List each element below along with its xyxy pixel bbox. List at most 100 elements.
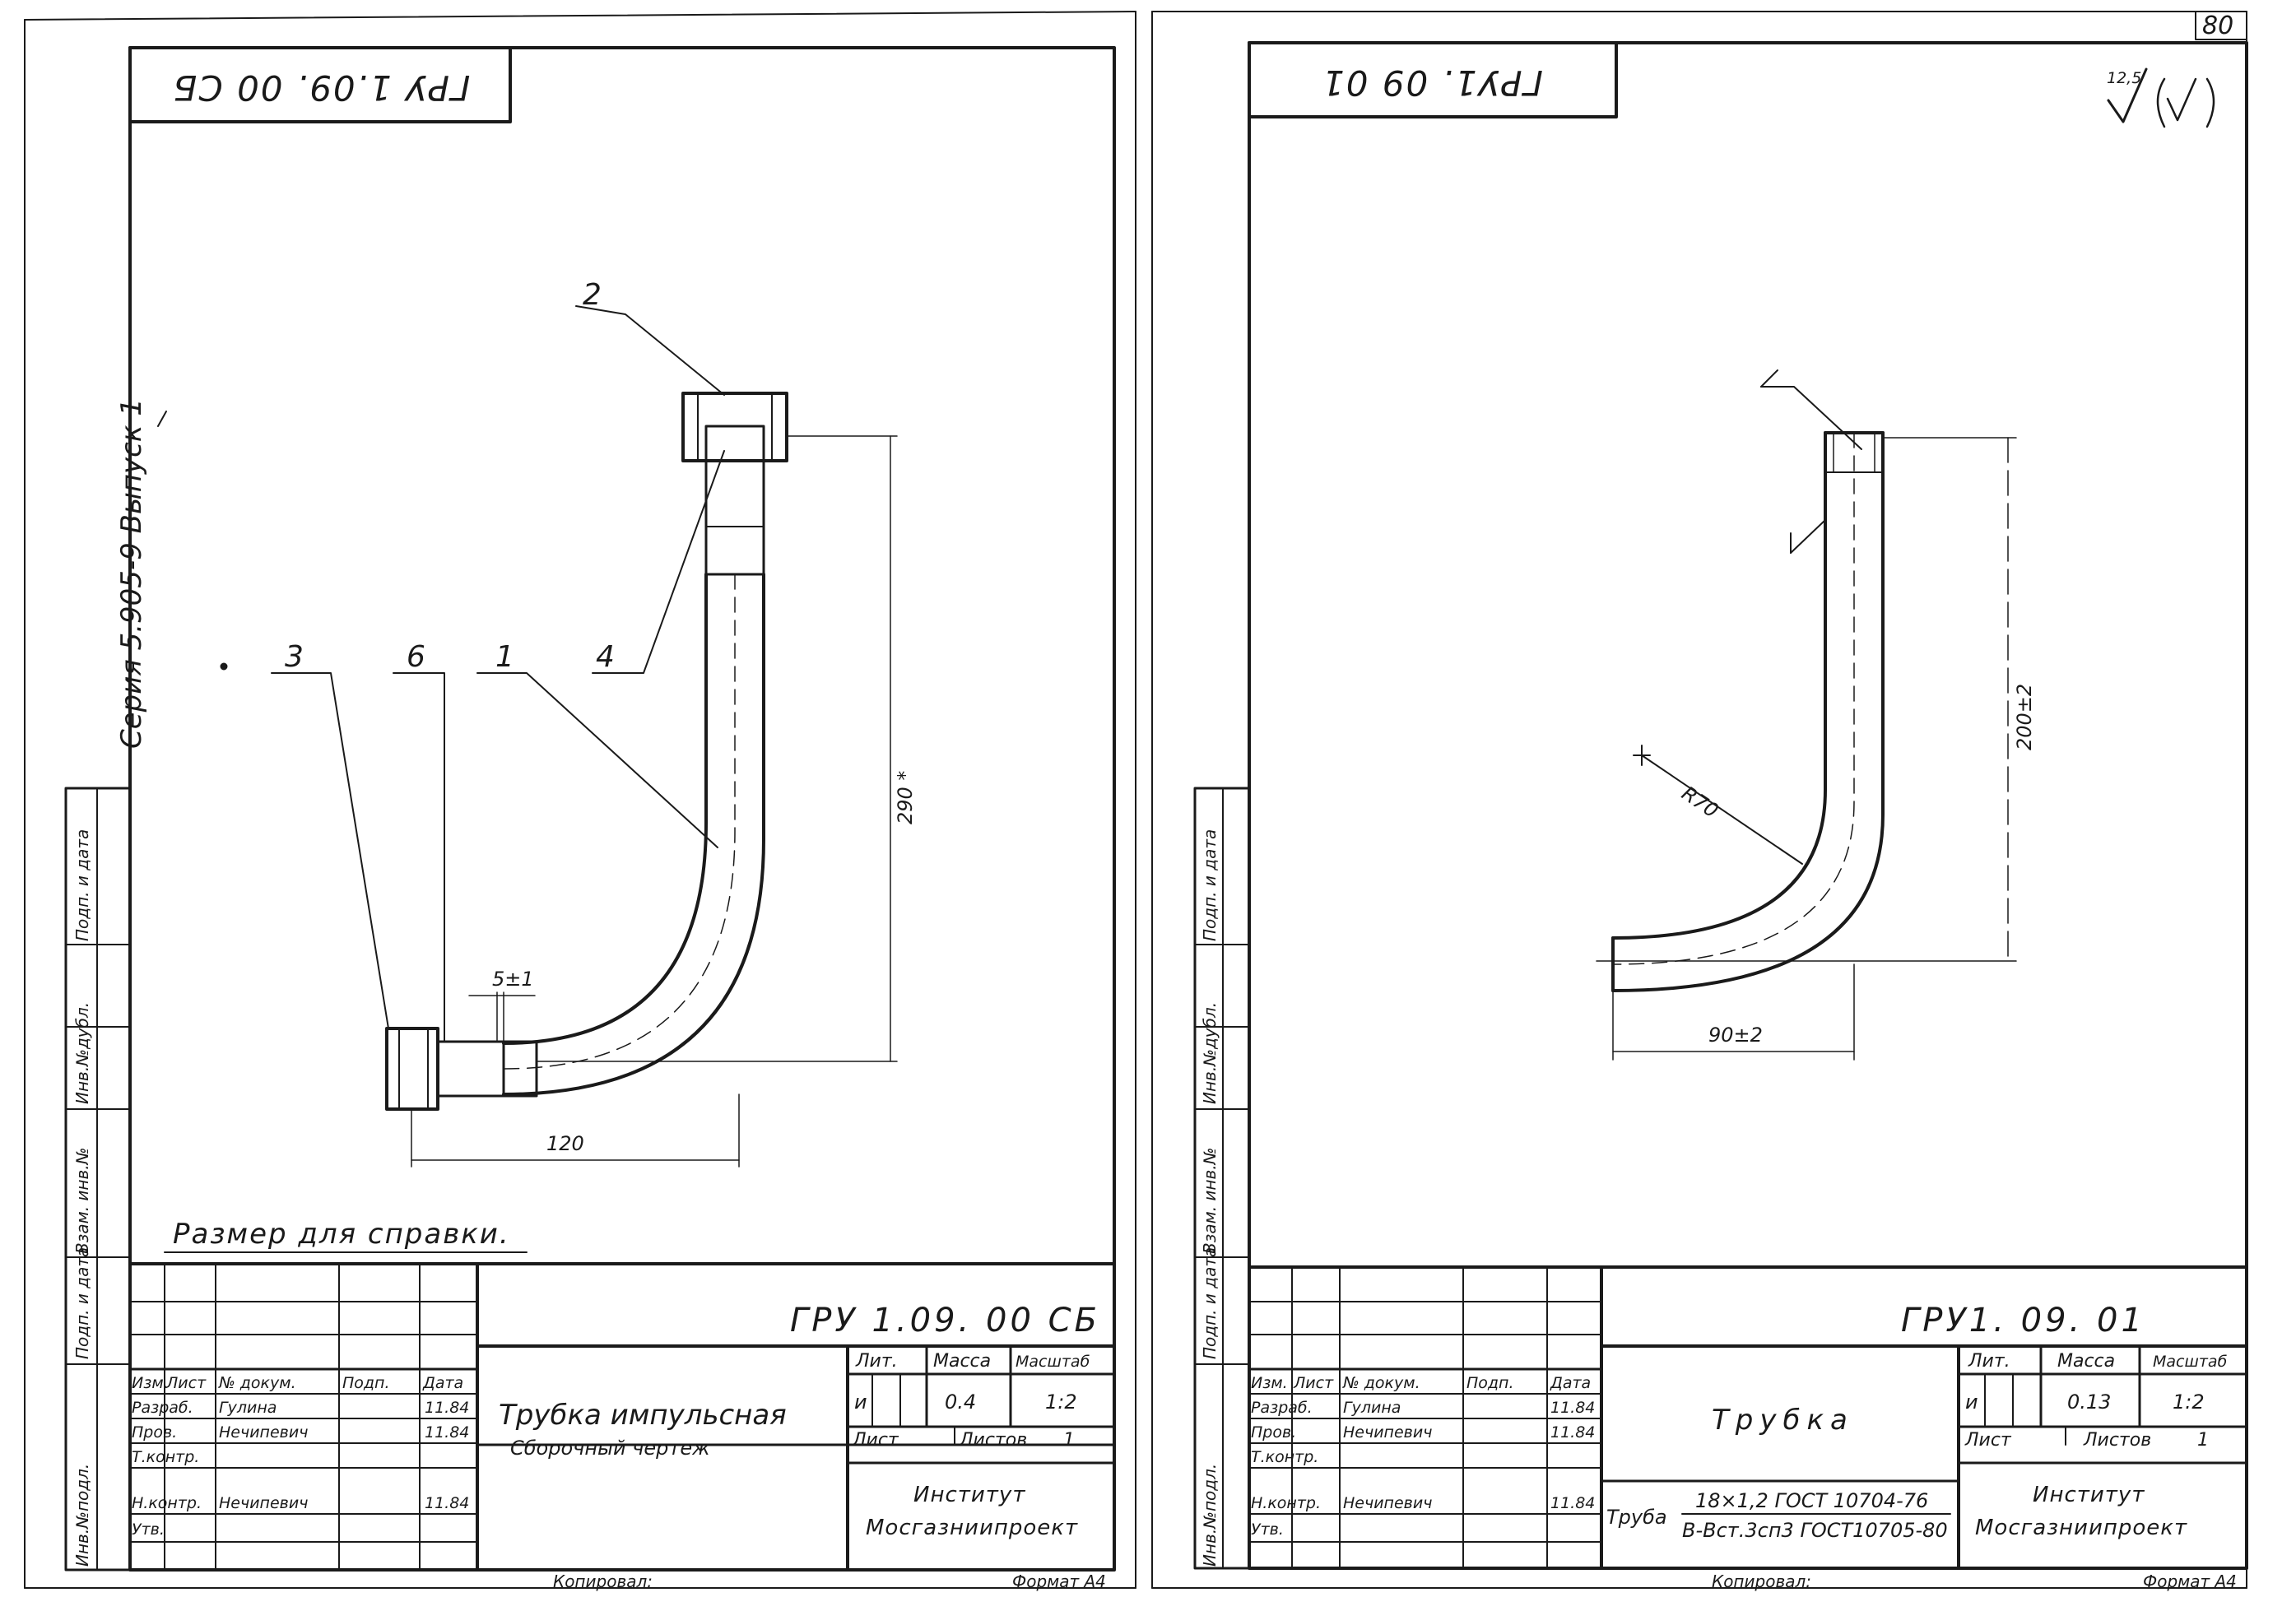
left-tb-lit-header: Лит. xyxy=(856,1351,898,1372)
left-row-date: 11.84 xyxy=(425,1399,470,1417)
left-tb-sheet-header: Лист xyxy=(853,1430,899,1451)
right-row-date: 11.84 xyxy=(1550,1399,1596,1417)
right-footer-copied: Копировал: xyxy=(1712,1572,1812,1591)
right-row-date: 11.84 xyxy=(1550,1494,1596,1512)
left-row-name: Нечипевич xyxy=(219,1494,309,1512)
left-row-name: Нечипевич xyxy=(219,1423,309,1442)
left-side-col: Подп. и дата xyxy=(72,829,92,941)
right-tb-list: Лист xyxy=(1294,1374,1334,1392)
right-row-name: Нечипевич xyxy=(1343,1494,1433,1512)
left-side-col: Инв.№дубл. xyxy=(72,1001,92,1104)
left-tb-subtitle: Сборочный чертеж xyxy=(510,1437,710,1460)
right-tb-mass-header: Масса xyxy=(2057,1351,2116,1372)
right-tb-material-top: 18×1,2 ГОСТ 10704-76 xyxy=(1695,1489,1929,1512)
right-tb-sheets-count: 1 xyxy=(2197,1430,2209,1451)
right-tb-org-line1: Институт xyxy=(2033,1483,2145,1507)
right-tb-sheets-header: Листов xyxy=(2084,1430,2152,1451)
right-tb-sign: Подп. xyxy=(1466,1374,1514,1392)
left-dim-gap: 5±1 xyxy=(492,968,534,991)
right-tb-code: ГРУ1. 09. 01 xyxy=(1901,1302,2145,1339)
left-tb-date: Дата xyxy=(423,1374,464,1392)
right-row-role: Н.контр. xyxy=(1251,1494,1322,1512)
right-tb-org-line2: Мосгазниипроект xyxy=(1975,1516,2188,1540)
left-stamp-code: ГРУ 1.09. 00 СБ xyxy=(171,67,471,108)
callout-2: 2 xyxy=(583,278,602,312)
left-dim-width: 120 xyxy=(546,1132,584,1155)
left-tb-list: Лист xyxy=(166,1374,207,1392)
right-tb-izm: Изм. xyxy=(1251,1374,1288,1392)
left-tb-izm: Изм. xyxy=(132,1374,169,1392)
left-series-label: Серия 5.905-9 Выпуск 1 xyxy=(115,398,148,749)
callout-3: 3 xyxy=(285,640,304,674)
left-title-block-grid xyxy=(128,1262,1116,1572)
right-dim-height: 200±2 xyxy=(2013,683,2036,750)
left-tb-title: Трубка импульсная xyxy=(499,1399,787,1432)
left-tb-code: ГРУ 1.09. 00 СБ xyxy=(790,1302,1100,1339)
left-tb-sign: Подп. xyxy=(342,1374,390,1392)
left-tb-org-line2: Мосгазниипроект xyxy=(866,1516,1079,1540)
left-sheet-frame xyxy=(64,46,1116,1572)
right-tb-docno: № докум. xyxy=(1343,1374,1420,1392)
left-tb-sheets-header: Листов xyxy=(960,1430,1028,1451)
reference-size-note: Размер для справки. xyxy=(173,1218,510,1251)
right-tb-material-bottom: В-Вст.3сп3 ГОСТ10705-80 xyxy=(1682,1519,1948,1542)
right-side-col: Подп. и дата xyxy=(1200,829,1220,941)
right-row-role: Т.контр. xyxy=(1251,1448,1319,1466)
right-sheet-frame xyxy=(1193,41,2248,1570)
sheet-number: 80 xyxy=(2202,12,2234,40)
left-tb-scale-header: Масштаб xyxy=(1016,1353,1090,1371)
right-tb-date: Дата xyxy=(1550,1374,1592,1392)
right-row-name: Нечипевич xyxy=(1343,1423,1433,1442)
left-row-role: Н.контр. xyxy=(132,1494,202,1512)
right-side-col: Инв.№дубл. xyxy=(1200,1001,1220,1104)
right-row-name: Гулина xyxy=(1343,1399,1401,1417)
left-tb-scale-value: 1:2 xyxy=(1045,1390,1077,1414)
left-tb-lit-value: и xyxy=(854,1390,867,1414)
right-tb-scale-value: 1:2 xyxy=(2173,1390,2205,1414)
right-title-block-grid xyxy=(1248,1265,2248,1570)
right-tb-sheet-header: Лист xyxy=(1965,1430,2011,1451)
right-tb-lit-header: Лит. xyxy=(1968,1351,2010,1372)
right-row-role: Утв. xyxy=(1251,1520,1284,1539)
right-side-col: Взам. инв.№ xyxy=(1200,1147,1220,1254)
left-footer-format: Формат А4 xyxy=(1012,1572,1106,1591)
left-footer-copied: Копировал: xyxy=(553,1572,653,1591)
right-tb-lit-value: и xyxy=(1965,1390,1978,1414)
left-side-col: Подп. и дата xyxy=(72,1247,92,1359)
left-tb-mass-header: Масса xyxy=(933,1351,992,1372)
left-row-role: Т.контр. xyxy=(132,1448,200,1466)
right-tb-mass-value: 0.13 xyxy=(2067,1390,2112,1414)
left-row-date: 11.84 xyxy=(425,1494,470,1512)
right-row-date: 11.84 xyxy=(1550,1423,1596,1442)
left-dim-height: 290 * xyxy=(894,770,917,824)
right-tube-detail xyxy=(1596,67,2215,1061)
right-side-col: Подп. и дата xyxy=(1200,1247,1220,1359)
left-row-role: Утв. xyxy=(132,1520,165,1539)
left-row-role: Разраб. xyxy=(132,1399,193,1417)
roughness-value: 12,5 xyxy=(2107,69,2142,87)
left-tb-docno: № докум. xyxy=(219,1374,296,1392)
right-row-role: Пров. xyxy=(1251,1423,1297,1442)
left-side-col: Инв.№подл. xyxy=(72,1463,92,1567)
left-tb-mass-value: 0.4 xyxy=(945,1390,977,1414)
callout-6: 6 xyxy=(407,640,425,674)
left-tb-sheets-count: 1 xyxy=(1063,1430,1075,1451)
left-tb-org-line1: Институт xyxy=(913,1483,1026,1507)
right-side-col: Инв.№подл. xyxy=(1200,1463,1220,1567)
callout-1: 1 xyxy=(495,640,514,674)
right-row-role: Разраб. xyxy=(1251,1399,1313,1417)
left-side-col: Взам. инв.№ xyxy=(72,1147,92,1254)
left-row-role: Пров. xyxy=(132,1423,178,1442)
left-row-date: 11.84 xyxy=(425,1423,470,1442)
left-tube-assembly xyxy=(157,305,898,1253)
right-tb-material-prefix: Труба xyxy=(1606,1506,1667,1529)
callout-4: 4 xyxy=(596,640,615,674)
left-row-name: Гулина xyxy=(219,1399,277,1417)
right-tb-scale-header: Масштаб xyxy=(2153,1353,2228,1371)
right-footer-format: Формат А4 xyxy=(2143,1572,2237,1591)
right-tb-title: Трубка xyxy=(1712,1404,1854,1437)
outer-frames xyxy=(24,11,2247,1589)
right-stamp-code: ГРУ1. 09 01 xyxy=(1321,63,1543,103)
